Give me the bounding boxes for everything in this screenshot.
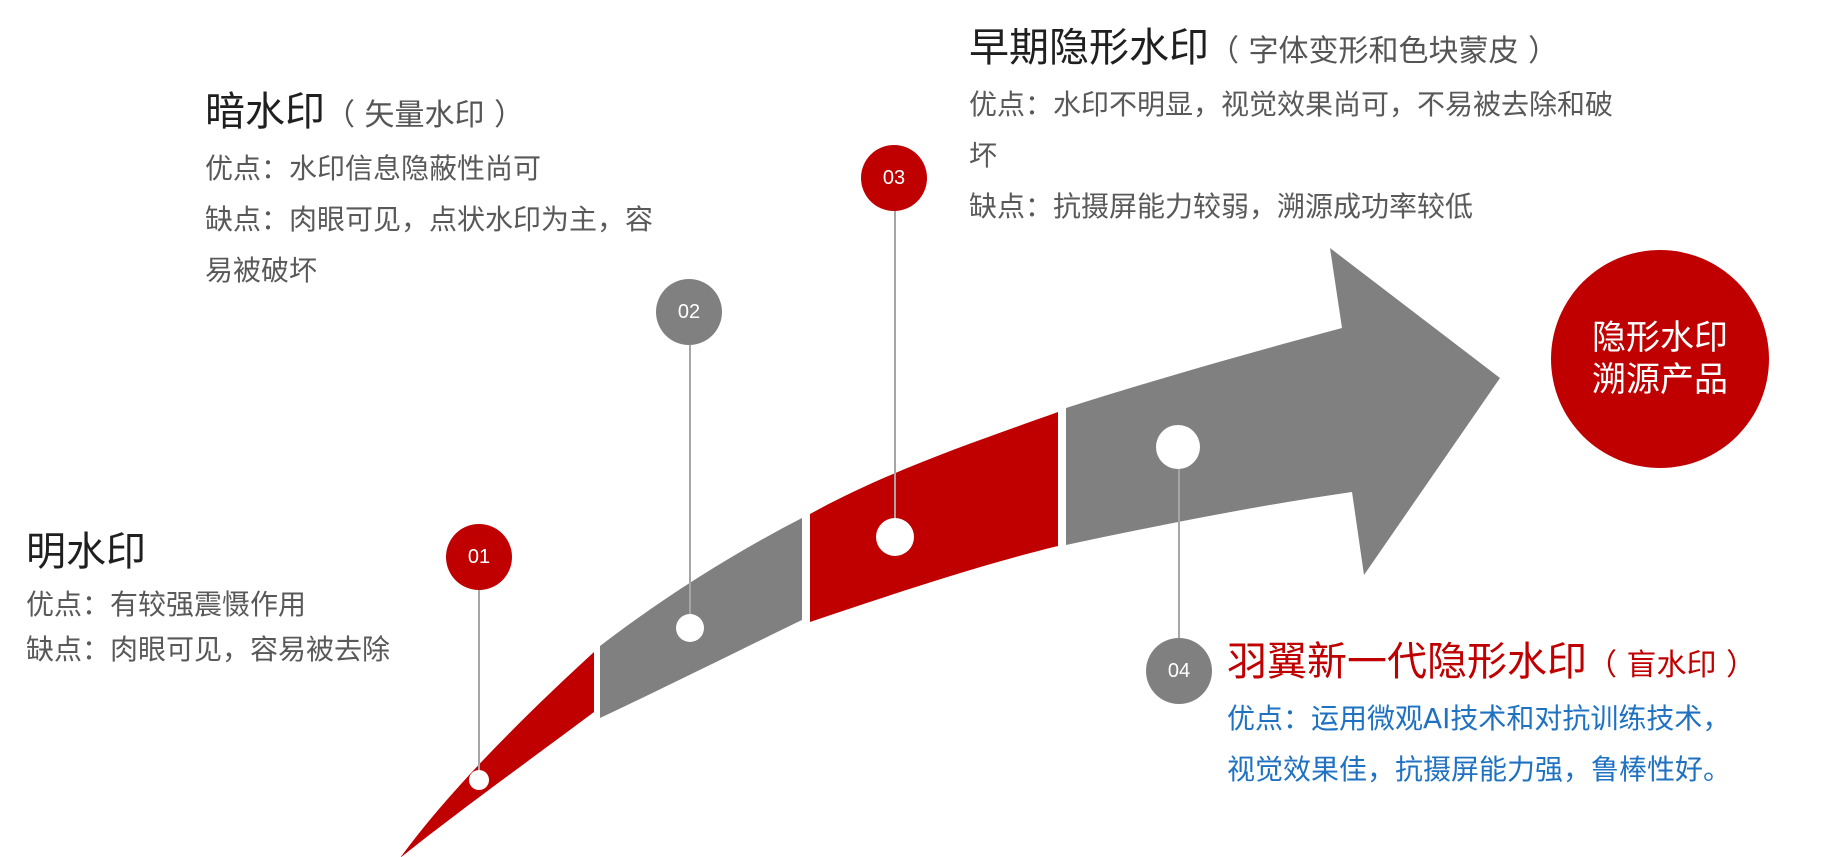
stage-04-line-1: 优点：运用微观AI技术和对抗训练技术， [1227,702,1731,735]
badge-02: 02 [656,279,722,345]
arrow-segment-4 [1066,248,1500,575]
stage-03-line-1: 优点：水印不明显，视觉效果尚可，不易被去除和破 [969,88,1614,121]
stage-01-pro: 优点：有较强震慑作用 [26,588,307,621]
stem-03 [894,210,896,528]
node-01 [469,770,489,790]
stem-04 [1178,462,1180,639]
stem-02 [689,345,691,627]
stage-02-line-3: 易被破坏 [205,254,318,288]
arrow-segment-3 [810,412,1058,622]
stage-03-line-2: 坏 [969,139,998,173]
stage-01-con: 缺点：肉眼可见，容易被去除 [26,633,391,667]
node-03 [876,518,914,556]
stage-04-line-2: 视觉效果佳，抗摄屏能力强，鲁棒性好。 [1227,753,1732,787]
stem-01 [478,588,480,778]
stage-02-text: 暗水印（ 矢量水印 ） 优点：水印信息隐蔽性尚可 缺点：肉眼可见，点状水印为主，… [205,88,653,298]
stage-02-title: 暗水印（ 矢量水印 ） [205,89,525,135]
stage-02-line-1: 优点：水印信息隐蔽性尚可 [205,152,542,185]
node-02 [676,614,704,642]
badge-01: 01 [446,524,512,590]
stage-01-text: 明水印 优点：有较强震慑作用 缺点：肉眼可见，容易被去除 [26,528,390,676]
stage-03-title: 早期隐形水印（ 字体变形和色块蒙皮 ） [969,25,1559,71]
goal-line-2: 溯源产品 [1592,360,1728,400]
stage-04-title: 羽翼新一代隐形水印（ 盲水印 ） [1227,639,1757,685]
goal-circle: 隐形水印 溯源产品 [1551,250,1769,468]
stage-04-text: 羽翼新一代隐形水印（ 盲水印 ） 优点：运用微观AI技术和对抗训练技术， 视觉效… [1227,638,1756,796]
stage-03-text: 早期隐形水印（ 字体变形和色块蒙皮 ） 优点：水印不明显，视觉效果尚可，不易被去… [969,24,1613,234]
badge-04: 04 [1146,638,1212,704]
goal-line-1: 隐形水印 [1592,317,1728,358]
arrow-segment-2 [600,518,802,718]
node-04 [1156,425,1200,469]
stage-02-line-2: 缺点：肉眼可见，点状水印为主，容 [205,203,654,237]
stage-01-title: 明水印 [26,529,146,575]
stage-03-line-3: 缺点：抗摄屏能力较弱，溯源成功率较低 [969,190,1474,224]
badge-03: 03 [861,145,927,211]
arrow-segment-1 [400,652,594,857]
